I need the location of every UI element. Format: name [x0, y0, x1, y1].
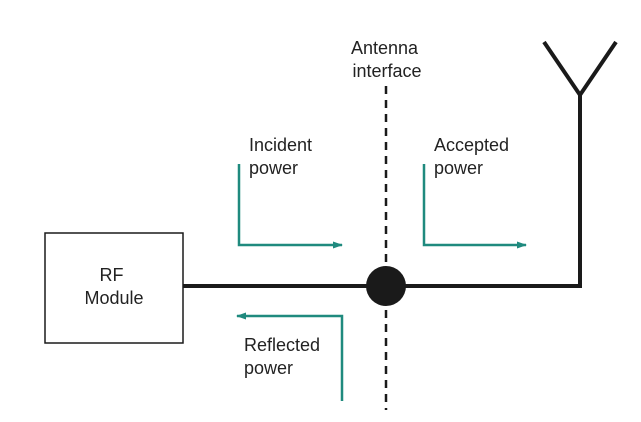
incident-power-arrow	[237, 164, 343, 249]
interface-junction-dot	[366, 266, 406, 306]
transmission-line	[183, 95, 582, 288]
rf-module-box	[44, 232, 184, 344]
antenna-icon	[542, 40, 618, 99]
accepted-power-label: Accepted power	[434, 135, 514, 178]
incident-power-label: Incident power	[249, 135, 317, 178]
reflected-power-arrow	[236, 312, 344, 401]
accepted-power-arrow	[422, 164, 527, 249]
antenna-interface-label: Antenna interface	[351, 38, 423, 81]
reflected-power-label: Reflected power	[244, 335, 325, 378]
rf-module-label: RF Module	[84, 265, 143, 308]
